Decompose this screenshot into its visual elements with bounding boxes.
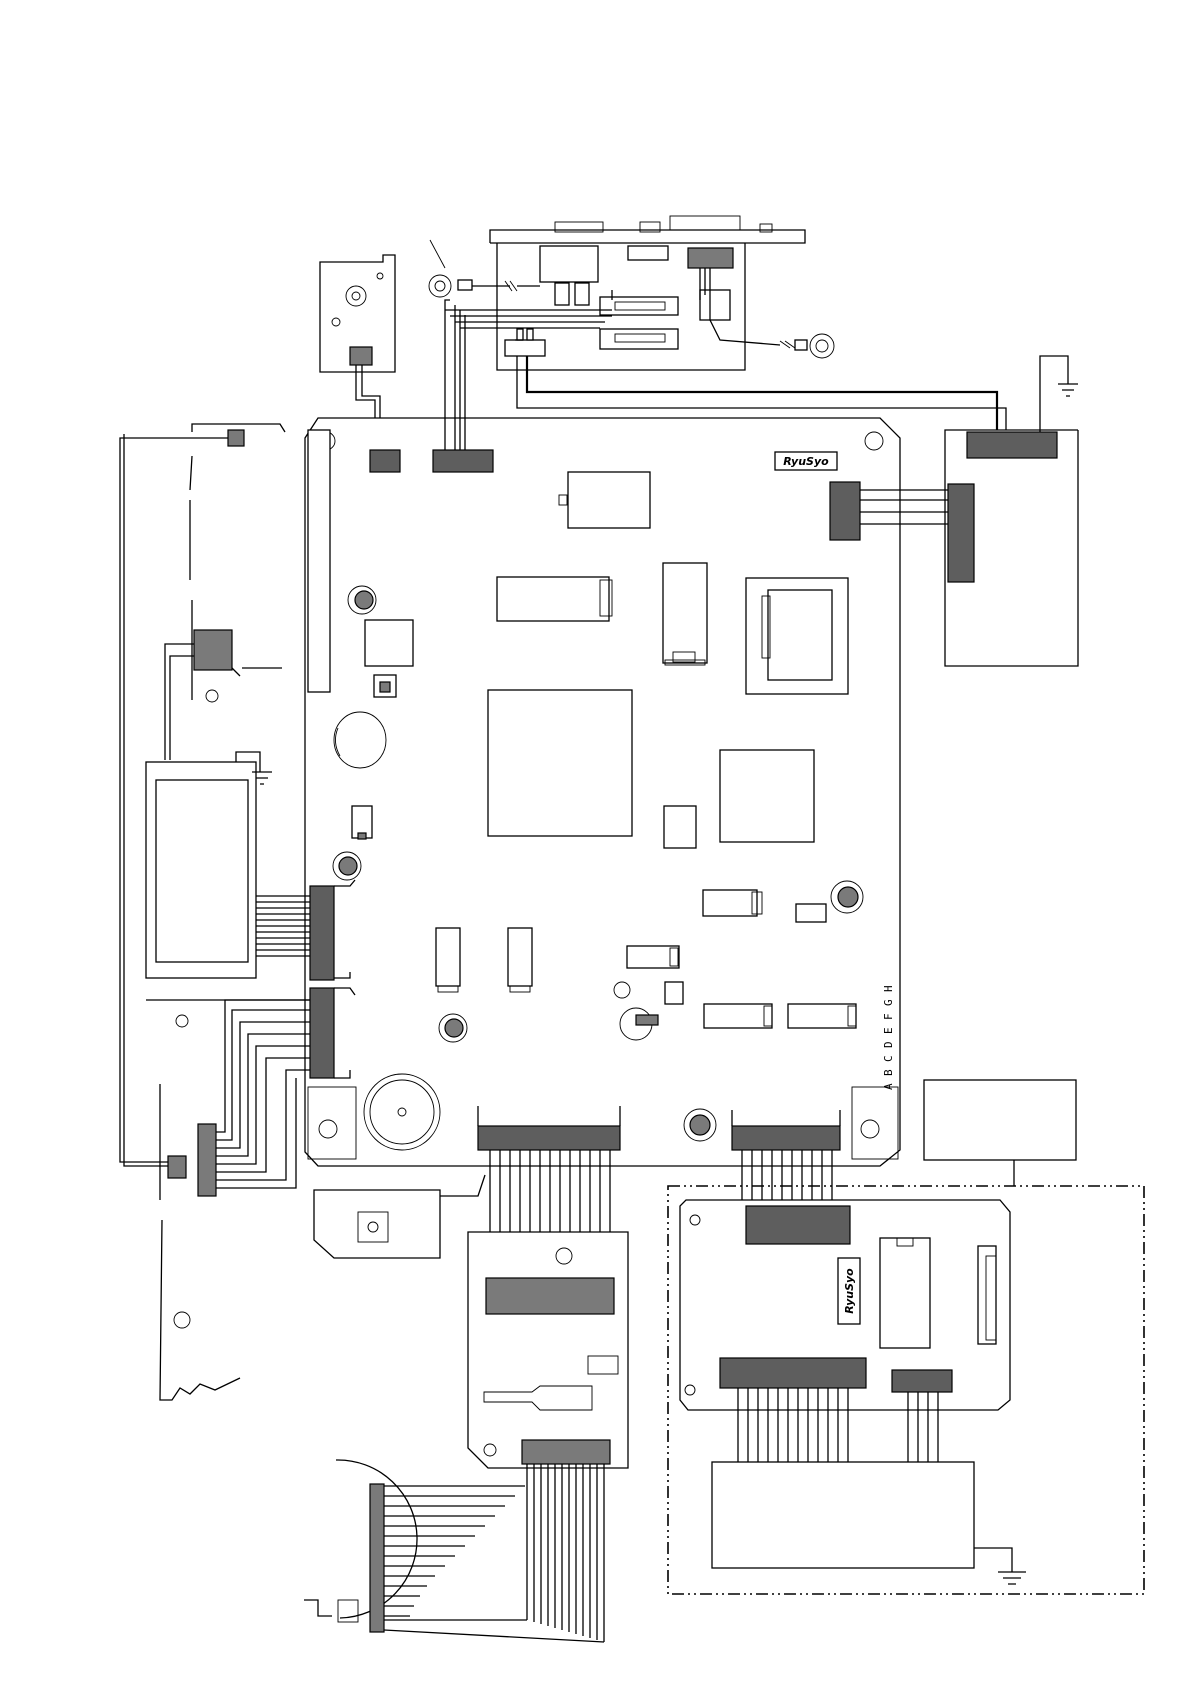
svg-text:D: D [882, 1041, 895, 1048]
svg-text:B: B [882, 1069, 895, 1076]
svg-text:E: E [882, 1027, 895, 1034]
cn-printer-connector [830, 482, 860, 540]
power-supply-unit [429, 216, 834, 370]
svg-text:A: A [882, 1083, 895, 1090]
svg-text:RyuSyo: RyuSyo [783, 455, 829, 468]
svg-text:H: H [882, 985, 895, 992]
cn-sensor-connector [370, 450, 400, 472]
cn-display-connector [310, 886, 334, 980]
switch-board [314, 1175, 485, 1258]
cn-panel-connector [310, 988, 334, 1078]
svg-text:G: G [882, 999, 895, 1006]
main-board-logo: RyuSyo [775, 452, 837, 470]
cn-option-connector [732, 1126, 840, 1150]
svg-text:C: C [882, 1055, 895, 1062]
round-mechanism [304, 1460, 604, 1642]
main-board: RyuSyo [305, 418, 900, 1166]
cn-power-connector [433, 450, 493, 472]
keyboard-board [468, 1150, 628, 1642]
svg-text:RyuSyo: RyuSyo [843, 1268, 856, 1314]
sub-board-logo: RyuSyo [838, 1258, 860, 1324]
svg-text:F: F [882, 1013, 895, 1020]
left-panel [120, 424, 310, 1400]
cn-keyboard-connector [478, 1126, 620, 1150]
